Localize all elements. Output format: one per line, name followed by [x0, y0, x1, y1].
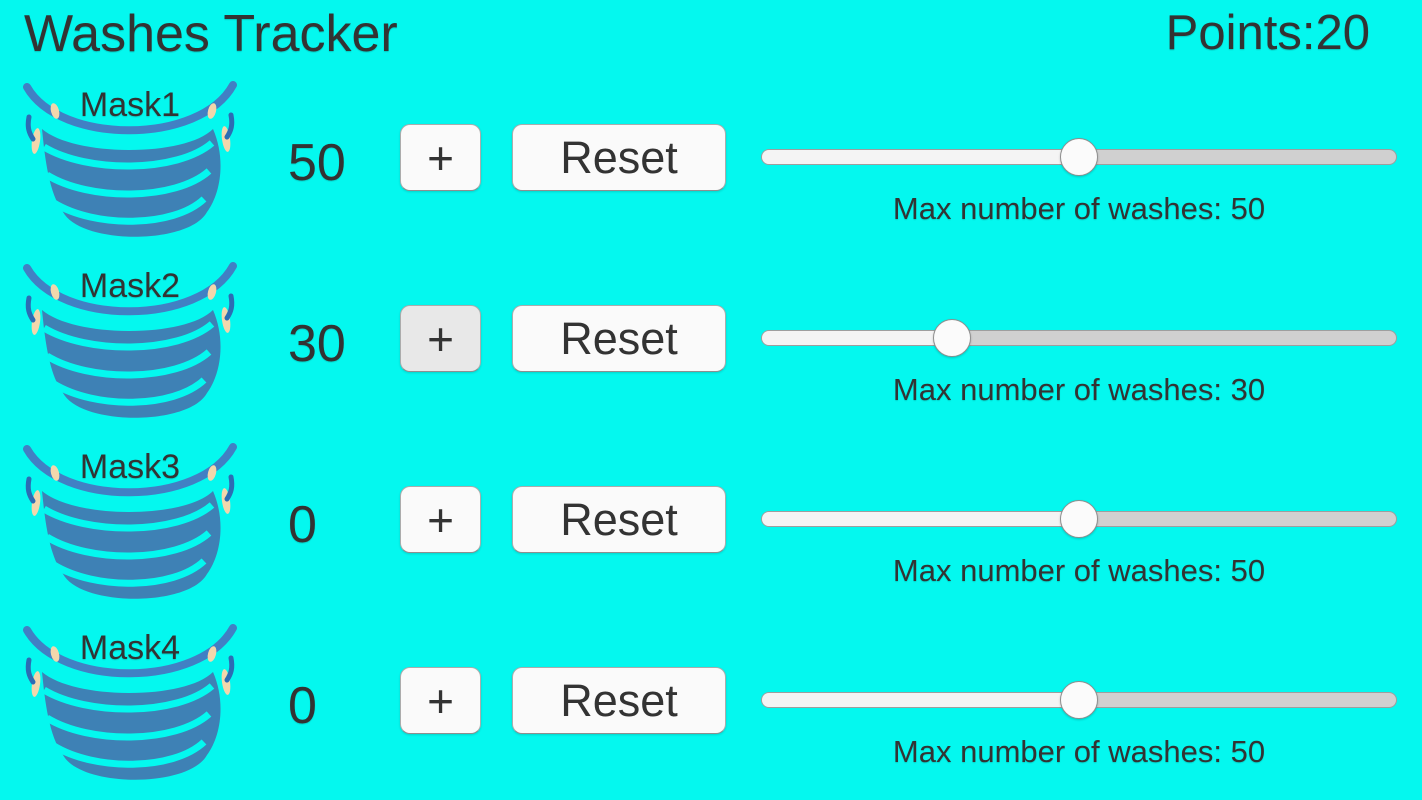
mask-name-label: Mask2 — [79, 267, 181, 305]
wash-count: 0 — [288, 677, 317, 735]
points-label: Points: — [1165, 6, 1316, 60]
slider-track[interactable] — [761, 330, 1397, 346]
mask-icon-wrap: Mask1 — [14, 75, 246, 245]
wash-count: 30 — [288, 315, 346, 373]
increment-wash-button[interactable]: + — [400, 305, 481, 372]
max-washes-label: Max number of washes: 30 — [892, 372, 1266, 407]
mask-row: Mask1 50 + Reset Max number of washes: 5… — [0, 75, 1422, 256]
slider-fill — [762, 331, 953, 345]
slider-thumb[interactable] — [1060, 500, 1098, 538]
slider-fill — [762, 150, 1079, 164]
mask-row: Mask4 0 + Reset Max number of washes: 50 — [0, 618, 1422, 799]
slider-thumb[interactable] — [1060, 681, 1098, 719]
mask-icon-wrap: Mask4 — [14, 618, 246, 788]
mask-row: Mask3 0 + Reset Max number of washes: 50 — [0, 437, 1422, 618]
mask-name-label: Mask3 — [79, 448, 181, 486]
max-washes-slider[interactable] — [761, 319, 1397, 357]
wash-count: 0 — [288, 496, 317, 554]
slider-fill — [762, 512, 1079, 526]
increment-wash-button[interactable]: + — [400, 667, 481, 734]
page-title: Washes Tracker — [24, 5, 398, 63]
slider-thumb[interactable] — [932, 319, 971, 357]
increment-wash-button[interactable]: + — [400, 124, 481, 191]
points-value: 20 — [1315, 6, 1370, 60]
increment-wash-button[interactable]: + — [400, 486, 481, 553]
max-washes-label: Max number of washes: 50 — [892, 734, 1266, 769]
max-washes-label: Max number of washes: 50 — [892, 553, 1266, 588]
mask-icon-wrap: Mask3 — [14, 437, 246, 607]
max-washes-slider[interactable] — [761, 681, 1397, 719]
reset-button[interactable]: Reset — [512, 124, 726, 191]
wash-count: 50 — [288, 134, 346, 192]
slider-thumb[interactable] — [1060, 138, 1098, 176]
slider-fill — [762, 693, 1079, 707]
mask-name-label: Mask1 — [79, 86, 181, 124]
reset-button[interactable]: Reset — [512, 305, 726, 372]
mask-row: Mask2 30 + Reset Max number of washes: 3… — [0, 256, 1422, 437]
mask-name-label: Mask4 — [79, 629, 181, 667]
mask-icon-wrap: Mask2 — [14, 256, 246, 426]
max-washes-slider[interactable] — [761, 138, 1397, 176]
max-washes-slider[interactable] — [761, 500, 1397, 538]
reset-button[interactable]: Reset — [512, 667, 726, 734]
max-washes-label: Max number of washes: 50 — [892, 191, 1266, 226]
reset-button[interactable]: Reset — [512, 486, 726, 553]
points-display: Points:20 — [1166, 4, 1370, 62]
